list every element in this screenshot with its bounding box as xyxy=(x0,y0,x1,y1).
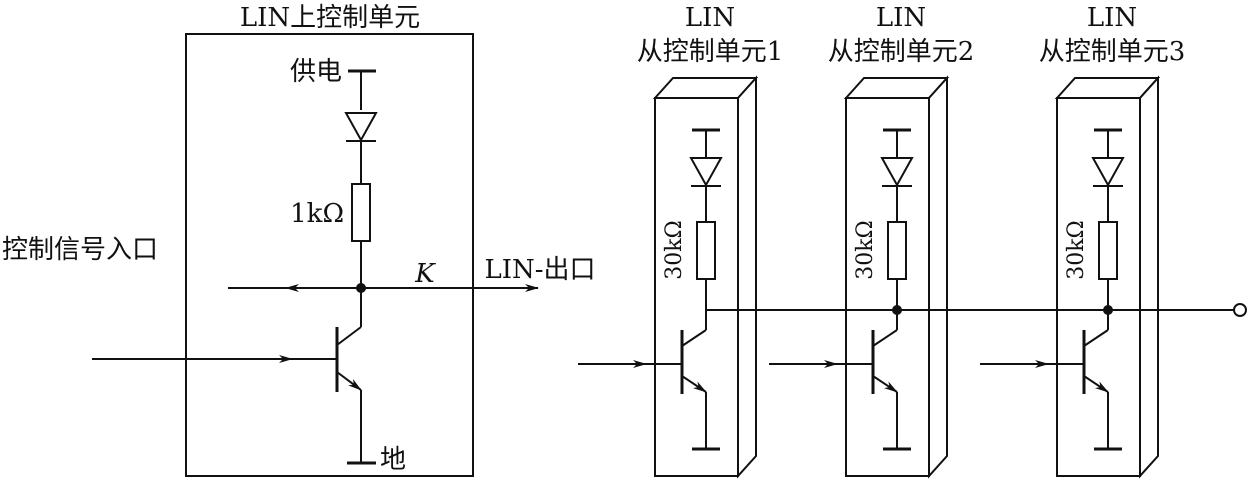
slave-box-side xyxy=(1139,75,1159,479)
slave-title-line1: LIN xyxy=(876,3,926,33)
slave-transistor xyxy=(1082,310,1109,448)
master-box xyxy=(185,33,474,477)
master-title: LIN上控制单元 xyxy=(240,3,420,33)
supply-label: 供电 xyxy=(290,57,342,87)
slave-resistor-label: 30kΩ xyxy=(853,220,878,280)
slave-transistor xyxy=(680,310,707,448)
slave-diode xyxy=(880,157,914,188)
slave-title-line2: 从控制单元1 xyxy=(637,37,784,67)
slave-box-front xyxy=(845,97,930,477)
bus-terminal xyxy=(1233,303,1247,317)
slave-title-line1: LIN xyxy=(1087,3,1137,33)
slave-title-line2: 从控制单元3 xyxy=(1039,37,1186,67)
slave-box-side xyxy=(737,75,757,479)
master-resistor-label: 1kΩ xyxy=(290,199,344,229)
slave-diode xyxy=(689,157,723,188)
slave-unit-1: LIN 从控制单元1 30kΩ xyxy=(578,3,784,479)
slave-transistor xyxy=(871,310,898,448)
slave-units: LIN 从控制单元1 30kΩ LIN 从控制单元2 30kΩ LIN 从控制单元3 30kΩ xyxy=(578,3,1186,479)
slave-title-line1: LIN xyxy=(685,3,735,33)
ground-label: 地 xyxy=(380,445,406,475)
slave-box-front xyxy=(654,97,739,477)
input-label: 控制信号入口 xyxy=(2,235,158,265)
slave-diode xyxy=(1091,157,1125,188)
slave-resistor-label: 30kΩ xyxy=(1064,220,1089,280)
slave-resistor-label: 30kΩ xyxy=(662,220,687,280)
node-k-label: K xyxy=(414,259,436,289)
slave-unit-3: LIN 从控制单元3 30kΩ xyxy=(980,3,1186,479)
output-label: LIN-出口 xyxy=(484,255,595,285)
slave-unit-2: LIN 从控制单元2 30kΩ xyxy=(769,3,975,479)
slave-box-side xyxy=(928,75,948,479)
slave-box-front xyxy=(1056,97,1141,477)
slave-title-line2: 从控制单元2 xyxy=(828,37,975,67)
master-unit: LIN上控制单元 供电 1kΩ K LIN-出口 xyxy=(2,3,596,477)
